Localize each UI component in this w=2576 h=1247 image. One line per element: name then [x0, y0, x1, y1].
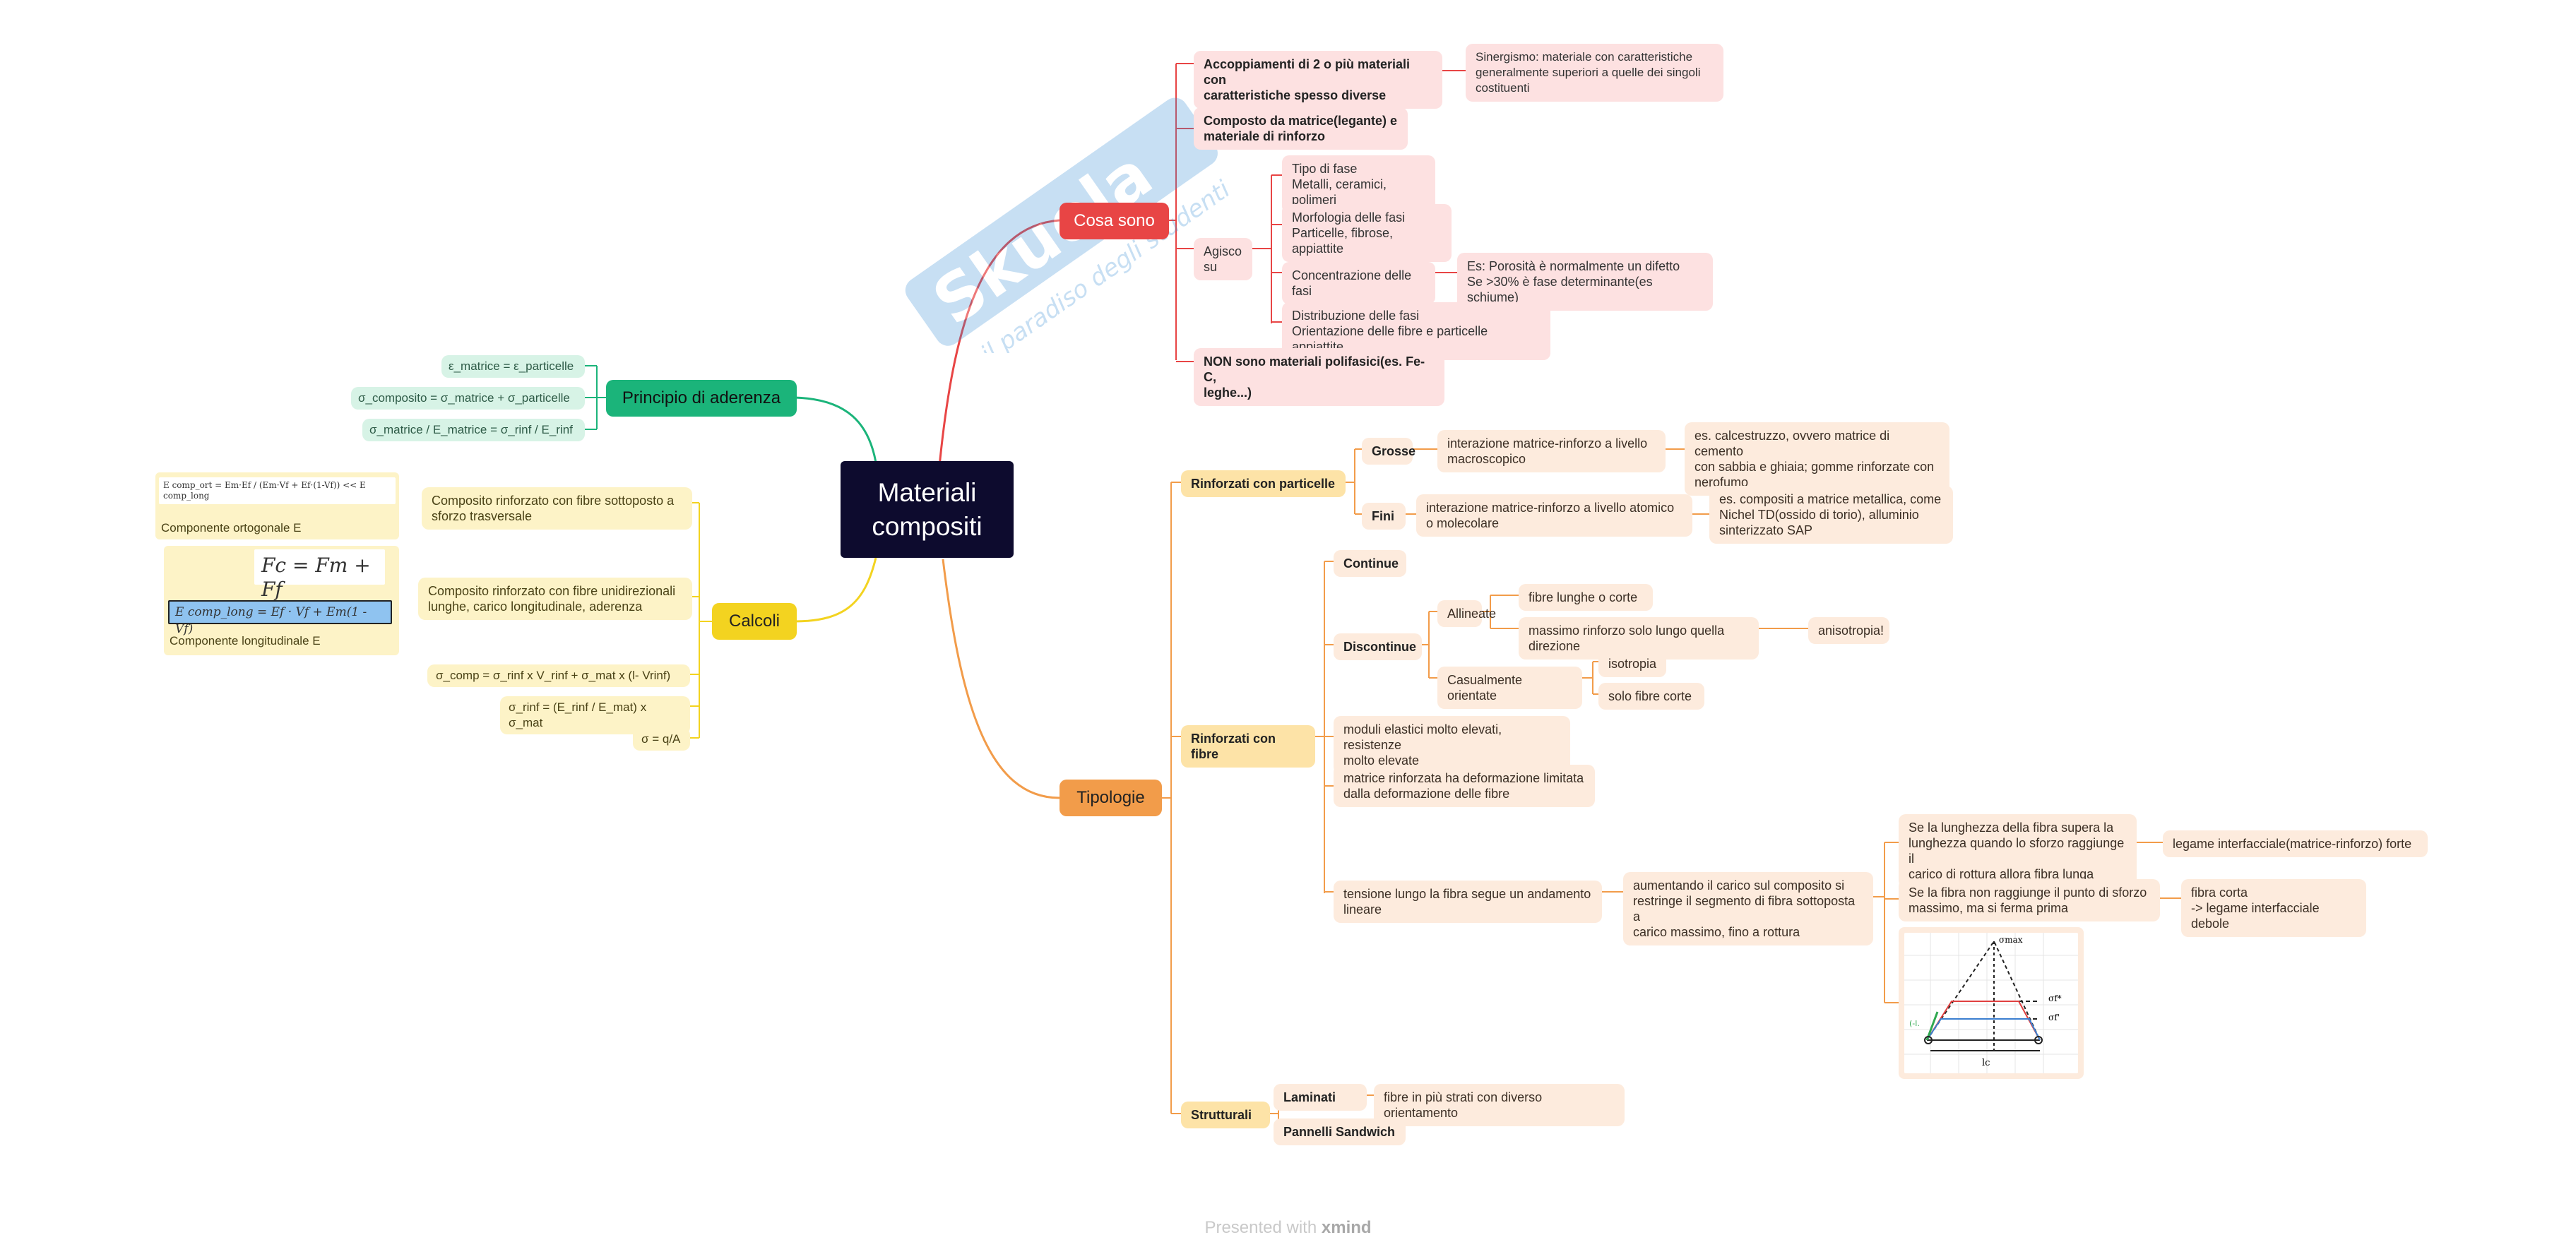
node-non-sono[interactable]: NON sono materiali polifasici(es. Fe-C, … [1194, 348, 1444, 406]
node-discontinue[interactable]: Discontinue [1334, 633, 1422, 660]
node-eq-rapporto[interactable]: σ_matrice / E_matrice = σ_rinf / E_rinf [362, 419, 585, 441]
formula-forza-image: Fc = Fm + Ff [254, 549, 385, 601]
topic-calcoli[interactable]: Calcoli [712, 603, 797, 640]
topic-principio-aderenza[interactable]: Principio di aderenza [606, 380, 797, 417]
node-isotropia[interactable]: isotropia [1598, 650, 1666, 677]
node-anisotropia[interactable]: anisotropia! [1808, 617, 1889, 644]
node-allineate[interactable]: Allineate [1437, 600, 1496, 627]
stress-diagram-image[interactable]: σmax σf* σf' lc (-l. [1899, 927, 2084, 1079]
node-grosse-es[interactable]: es. calcestruzzo, ovvero matrice di ceme… [1685, 422, 1949, 496]
node-longitudinale-desc[interactable]: Composito rinforzato con fibre unidirezi… [418, 578, 692, 620]
node-solo-fibre-corte[interactable]: solo fibre corte [1598, 683, 1704, 710]
node-tipo-fase[interactable]: Tipo di fase Metalli, ceramici, polimeri [1282, 155, 1435, 213]
sketch-sigma-max: σmax [1999, 935, 2023, 945]
node-lunghe-corte[interactable]: fibre lunghe o corte [1519, 584, 1653, 611]
node-legame-forte[interactable]: legame interfacciale(matrice-rinforzo) f… [2163, 830, 2428, 857]
node-fini-desc[interactable]: interazione matrice-rinforzo a livello a… [1416, 494, 1692, 537]
sketch-note: (-l. [1909, 1019, 1920, 1028]
node-accoppiamenti[interactable]: Accoppiamenti di 2 o più materiali con c… [1194, 51, 1442, 109]
sketch-sigma-a: σf* [2048, 994, 2062, 1003]
xmind-credit: Presented with xmind [0, 1218, 2576, 1238]
node-massimo-rinforzo[interactable]: massimo rinforzo solo lungo quella direz… [1519, 617, 1759, 660]
node-se-lunghezza[interactable]: Se la lunghezza della fibra supera la lu… [1899, 814, 2137, 888]
node-eq-deformazione[interactable]: ε_matrice = ε_particelle [441, 355, 585, 378]
node-se-non-raggiunge[interactable]: Se la fibra non raggiunge il punto di sf… [1899, 879, 2160, 921]
node-strutturali[interactable]: Strutturali [1181, 1102, 1270, 1128]
root-topic[interactable]: Materiali compositi [841, 461, 1014, 558]
node-grosse-desc[interactable]: interazione matrice-rinforzo a livello m… [1437, 430, 1666, 472]
node-laminati[interactable]: Laminati [1274, 1084, 1367, 1111]
node-sigma[interactable]: σ = q/A [633, 728, 690, 751]
topic-cosa-sono[interactable]: Cosa sono [1060, 203, 1169, 239]
sketch-lc: lc [1982, 1058, 1990, 1068]
node-ortogonale-desc[interactable]: Composito rinforzato con fibre sottopost… [422, 487, 692, 530]
node-matrice-rinforzata[interactable]: matrice rinforzata ha deformazione limit… [1334, 765, 1595, 807]
label-componente-ortogonale: Componente ortogonale E [161, 521, 302, 535]
node-moduli-elastici[interactable]: moduli elastici molto elevati, resistenz… [1334, 716, 1570, 774]
node-sigma-comp[interactable]: σ_comp = σ_rinf x V_rinf + σ_mat x (l- V… [427, 664, 690, 687]
node-casualmente-orientate[interactable]: Casualmente orientate [1437, 667, 1582, 709]
node-continue[interactable]: Continue [1334, 550, 1406, 577]
node-concentrazione[interactable]: Concentrazione delle fasi [1282, 262, 1435, 304]
node-fibra-corta[interactable]: fibra corta -> legame interfacciale debo… [2181, 879, 2366, 937]
node-sinergismo[interactable]: Sinergismo: materiale con caratteristich… [1466, 44, 1723, 102]
stress-diagram-sketch: σmax σf* σf' lc (-l. [1904, 933, 2078, 1073]
node-rinforzati-particelle[interactable]: Rinforzati con particelle [1181, 470, 1346, 497]
credit-brand: xmind [1321, 1218, 1372, 1237]
node-porosita[interactable]: Es: Porosità è normalmente un difetto Se… [1457, 253, 1713, 311]
node-rinforzati-fibre[interactable]: Rinforzati con fibre [1181, 725, 1315, 768]
node-morfologia[interactable]: Morfologia delle fasi Particelle, fibros… [1282, 204, 1452, 262]
formula-ortogonale-image: E comp_ort = Em·Ef / (Em·Vf + Ef·(1-Vf))… [159, 477, 396, 504]
node-agisco-su[interactable]: Agisco su [1194, 238, 1252, 280]
node-aumentando-carico[interactable]: aumentando il carico sul composito si re… [1623, 872, 1873, 945]
sketch-sigma-b: σf' [2048, 1013, 2060, 1022]
node-tensione-fibra[interactable]: tensione lungo la fibra segue un andamen… [1334, 881, 1602, 923]
node-grosse[interactable]: Grosse [1362, 438, 1415, 465]
formula-longitudinale-image: E comp_long = Ef · Vf + Em(1 - Vf) [168, 600, 392, 636]
label-componente-longitudinale: Componente longitudinale E [170, 634, 321, 648]
node-pannelli-sandwich[interactable]: Pannelli Sandwich [1274, 1118, 1406, 1145]
node-eq-sforzo[interactable]: σ_composito = σ_matrice + σ_particelle [351, 387, 585, 410]
node-fini-es[interactable]: es. compositi a matrice metallica, come … [1709, 486, 1953, 544]
topic-tipologie[interactable]: Tipologie [1060, 780, 1162, 816]
node-fini[interactable]: Fini [1362, 503, 1406, 530]
node-composto[interactable]: Composto da matrice(legante) e materiale… [1194, 107, 1408, 150]
credit-prefix: Presented with [1204, 1218, 1317, 1237]
node-laminati-desc[interactable]: fibre in più strati con diverso orientam… [1374, 1084, 1625, 1126]
